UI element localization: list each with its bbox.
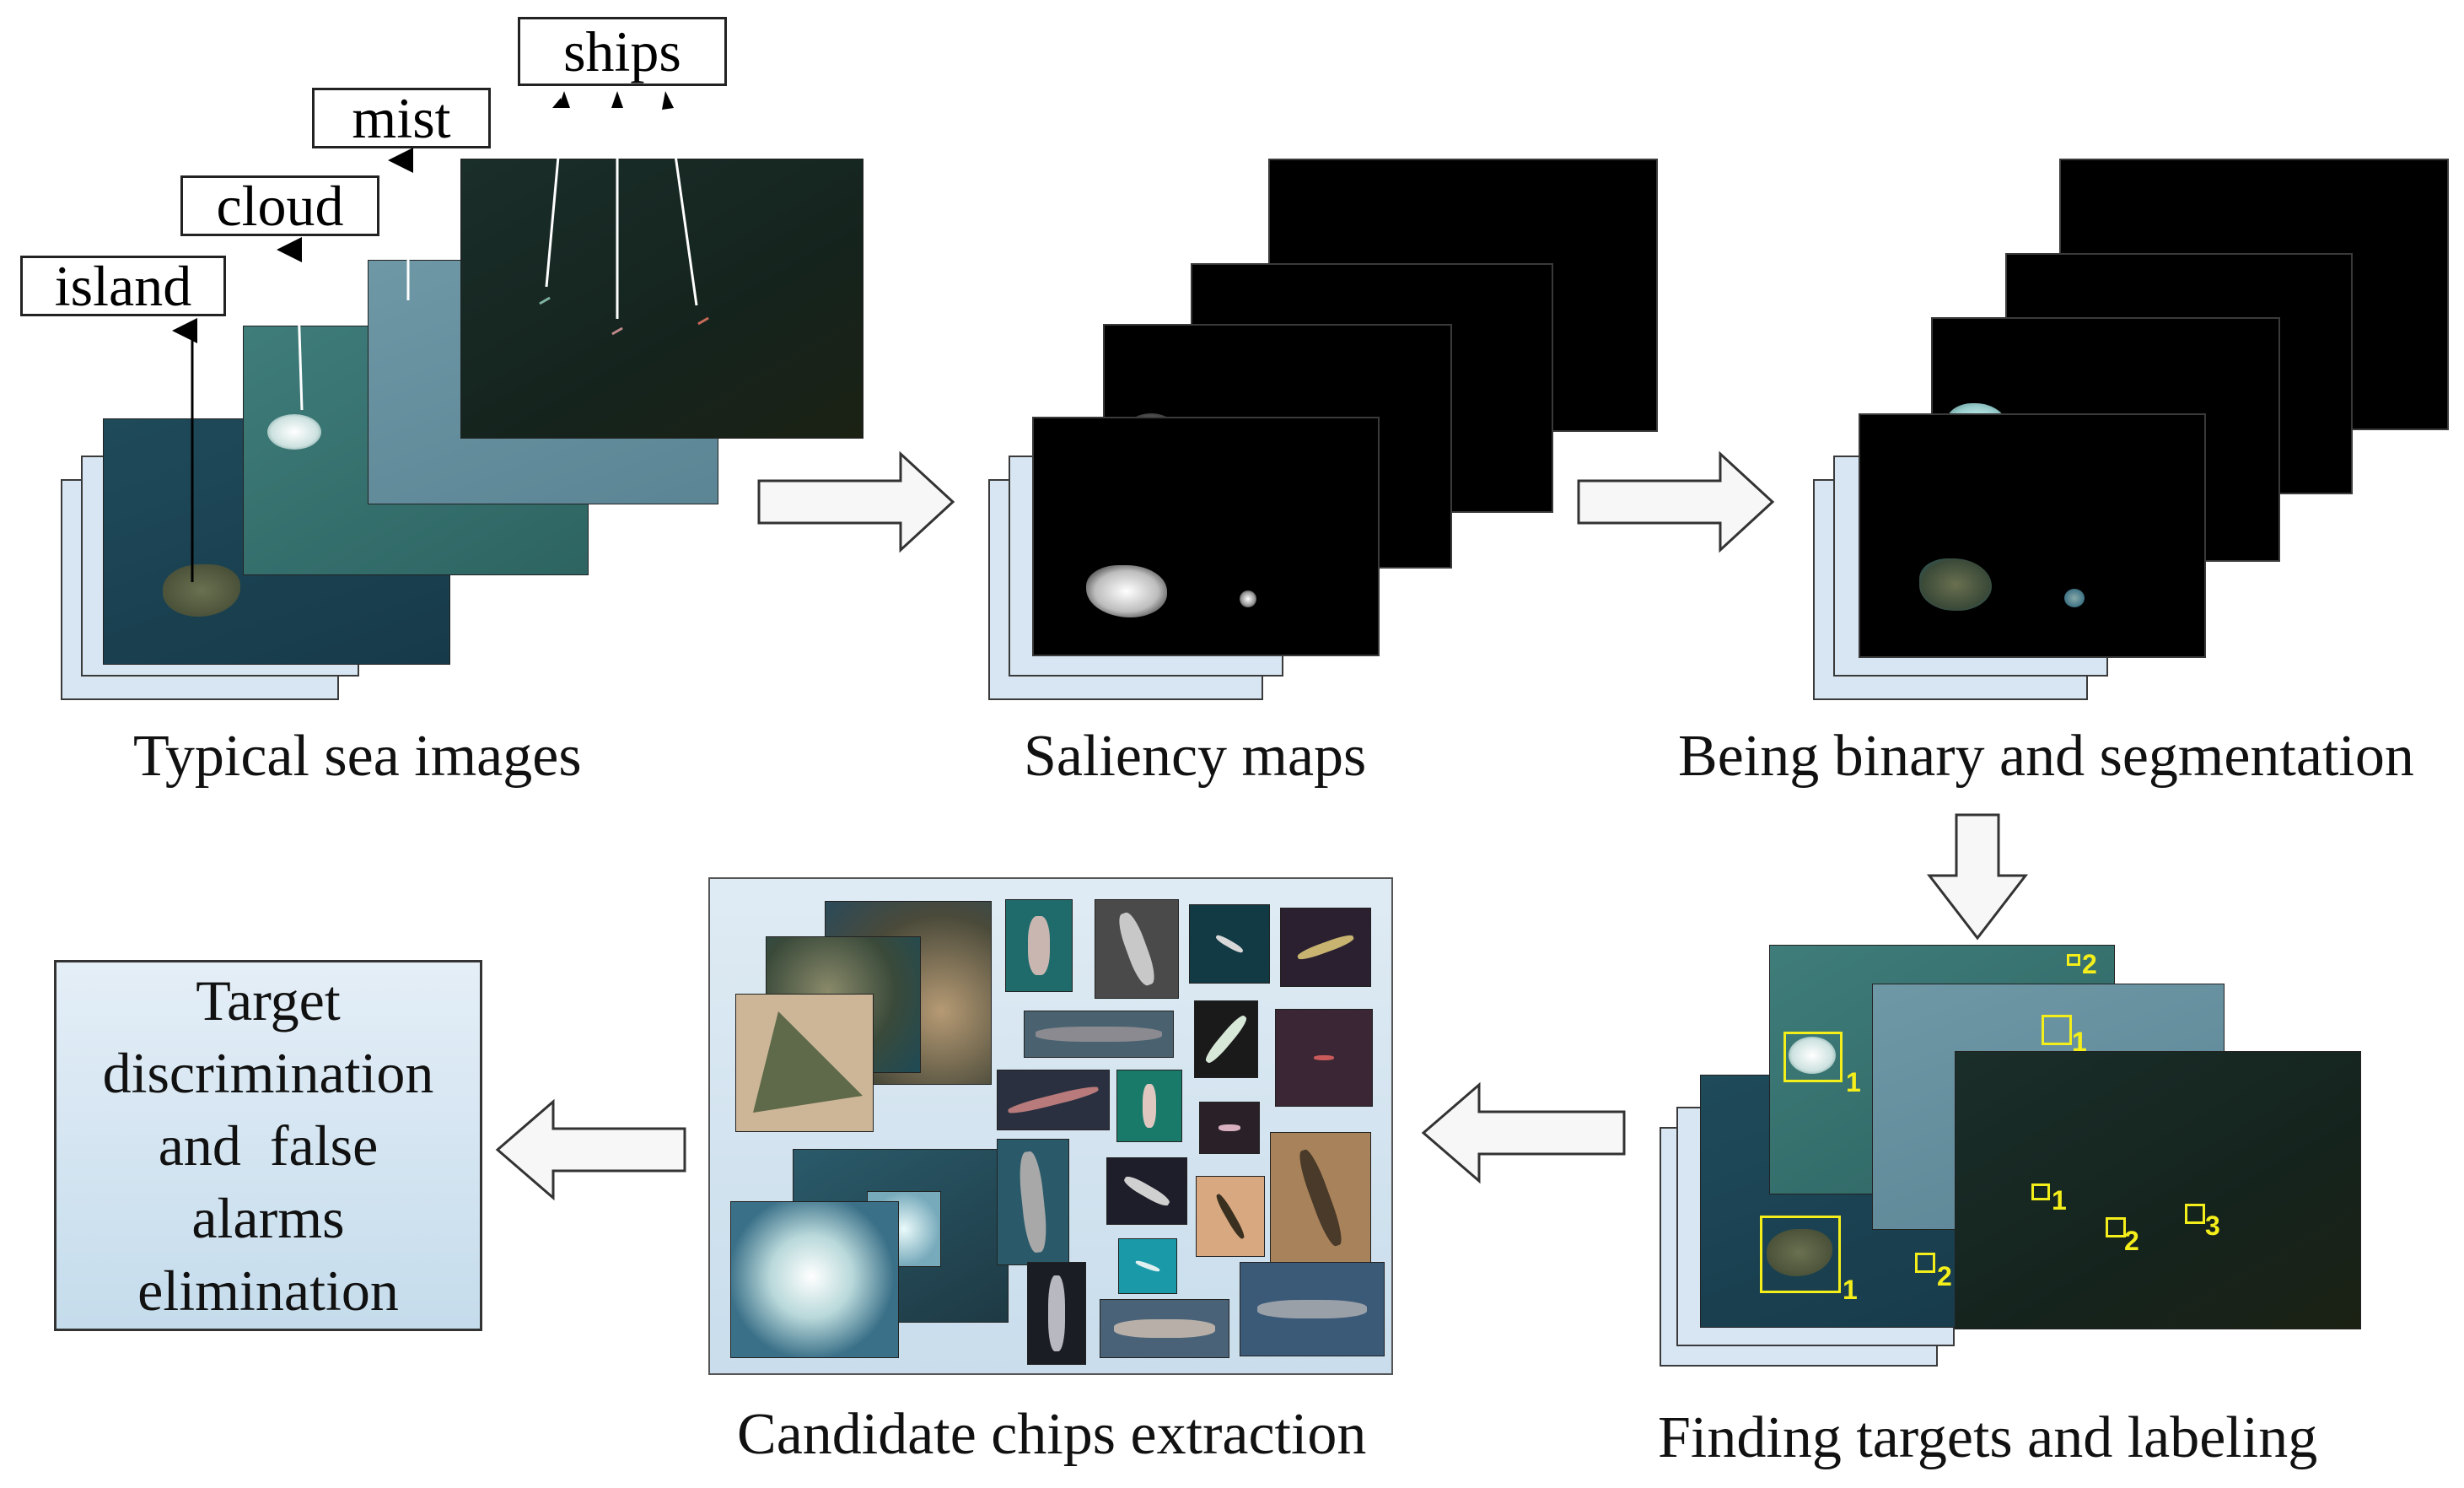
chip-ship	[1116, 1070, 1182, 1142]
target-discrimination-box: Target discrimination and false alarms e…	[54, 960, 482, 1331]
chip-island	[735, 994, 874, 1132]
chip-ship	[1106, 1157, 1187, 1225]
islet-segment	[2064, 589, 2085, 607]
ship-hull	[1122, 1173, 1172, 1210]
ship-hull	[1114, 909, 1159, 989]
discrimination-line: and false	[158, 1113, 379, 1178]
ship-hull	[1296, 932, 1355, 962]
flow-arrow-left	[1421, 1081, 1626, 1184]
chip-ship	[997, 1070, 1110, 1130]
ship-hull	[1134, 1259, 1161, 1273]
chip-ship	[1027, 1262, 1086, 1365]
labeled-ships-image: 1 2 3	[1955, 1051, 2361, 1329]
label-number: 1	[2052, 1185, 2067, 1216]
saliency-map-island	[1032, 417, 1380, 656]
chip-ship	[1199, 1102, 1260, 1154]
chip-ship	[1024, 1011, 1174, 1058]
chip-ship	[1005, 899, 1073, 992]
chip-ship	[1270, 1132, 1371, 1264]
discrimination-line: elimination	[137, 1259, 399, 1323]
ship-hull	[1213, 1192, 1247, 1241]
chip-island-shape	[753, 1011, 863, 1113]
label-box	[1915, 1253, 1935, 1273]
chip-ship	[1196, 1176, 1265, 1257]
label-box	[1783, 1032, 1843, 1082]
tag-ships: ships	[518, 17, 727, 86]
cloud-arrow-white	[295, 252, 304, 411]
ship-hull	[1028, 916, 1050, 975]
ship-hull	[1294, 1146, 1347, 1249]
ship-hull	[1257, 1300, 1367, 1318]
caption-saliency: Saliency maps	[1024, 724, 1367, 789]
tag-mist: mist	[312, 88, 491, 148]
label-box	[2106, 1217, 2126, 1237]
ship-hull	[1007, 1083, 1100, 1117]
chip-ship	[1194, 1000, 1258, 1078]
tag-cloud: cloud	[180, 175, 379, 236]
ship-hull	[1114, 1319, 1215, 1338]
ships-image	[460, 159, 863, 439]
flow-arrow-down	[1926, 813, 2029, 941]
ship-hull	[1143, 1084, 1156, 1128]
label-box	[2042, 1015, 2072, 1045]
caption-chips: Candidate chips extraction	[737, 1402, 1367, 1467]
discrimination-line: alarms	[191, 1186, 345, 1250]
caption-binary: Being binary and segmentation	[1678, 724, 2414, 789]
caption-finding: Finding targets and labeling	[1658, 1405, 2318, 1470]
chip-ship	[1280, 908, 1371, 987]
ship-hull	[1314, 1055, 1334, 1060]
saliency-blob	[1086, 565, 1167, 617]
ship-arrowhead	[611, 91, 623, 108]
label-number: 2	[2082, 949, 2097, 979]
chip-ship	[1095, 899, 1179, 999]
chip-ship	[1118, 1238, 1177, 1294]
label-number: 3	[2205, 1210, 2220, 1241]
island-shape	[163, 564, 240, 617]
chip-cloud	[730, 1201, 899, 1358]
flow-arrow-left	[495, 1098, 686, 1201]
ship-hull	[1048, 1275, 1065, 1351]
label-number: 2	[1937, 1261, 1952, 1291]
ship-arrowhead	[558, 91, 570, 108]
label-box	[2067, 954, 2080, 966]
tag-island: island	[20, 256, 226, 316]
ship-arrow-1	[545, 100, 565, 288]
segmented-island	[1859, 413, 2206, 658]
label-box	[1760, 1216, 1841, 1293]
label-number: 1	[1843, 1275, 1858, 1305]
discrimination-line: Target	[196, 968, 341, 1032]
ship-arrow-3	[666, 100, 698, 306]
flow-arrow-right	[1577, 450, 1775, 553]
saliency-blob	[1240, 590, 1256, 607]
chips-panel	[708, 877, 1393, 1375]
island-segment	[1919, 558, 1992, 611]
ship-hull	[1214, 933, 1245, 955]
label-number: 2	[2124, 1226, 2139, 1256]
island-shape	[1767, 1229, 1832, 1276]
label-box	[2185, 1204, 2205, 1224]
caption-sea-images: Typical sea images	[133, 724, 582, 789]
cloud-shape	[1789, 1037, 1836, 1074]
ship-hull	[1202, 1012, 1250, 1066]
ship-arrowhead	[662, 91, 674, 110]
chip-ship	[1189, 904, 1270, 984]
label-box	[2031, 1183, 2050, 1200]
ship-hull	[1036, 1027, 1162, 1042]
ship-hull	[1219, 1124, 1240, 1131]
flow-arrow-right	[757, 450, 955, 553]
label-number: 1	[1846, 1067, 1861, 1097]
chip-ship	[997, 1139, 1069, 1265]
chip-ship	[1240, 1262, 1385, 1356]
chip-ship	[1275, 1009, 1373, 1107]
chip-ship	[1100, 1299, 1229, 1358]
discrimination-line: discrimination	[102, 1041, 434, 1105]
label-number: 1	[2072, 1027, 2087, 1057]
tag-arrows	[172, 91, 698, 582]
cloud-shape	[267, 414, 321, 450]
ship-hull	[1016, 1150, 1050, 1254]
